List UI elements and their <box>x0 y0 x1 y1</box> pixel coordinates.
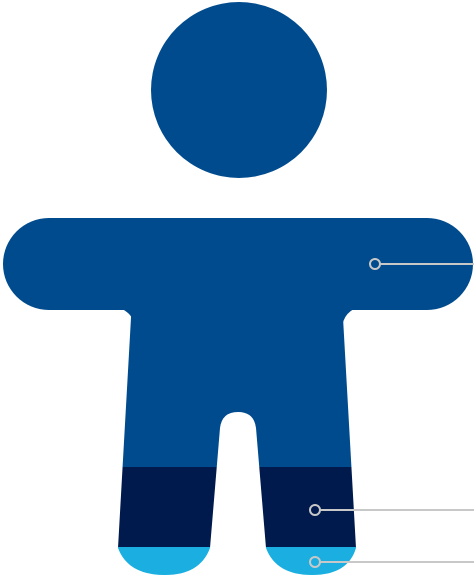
torso-shoulder-shape-right <box>342 300 365 330</box>
lower-band-segment <box>0 467 474 547</box>
upper-body-segment <box>0 295 474 467</box>
head-shape <box>151 2 327 178</box>
